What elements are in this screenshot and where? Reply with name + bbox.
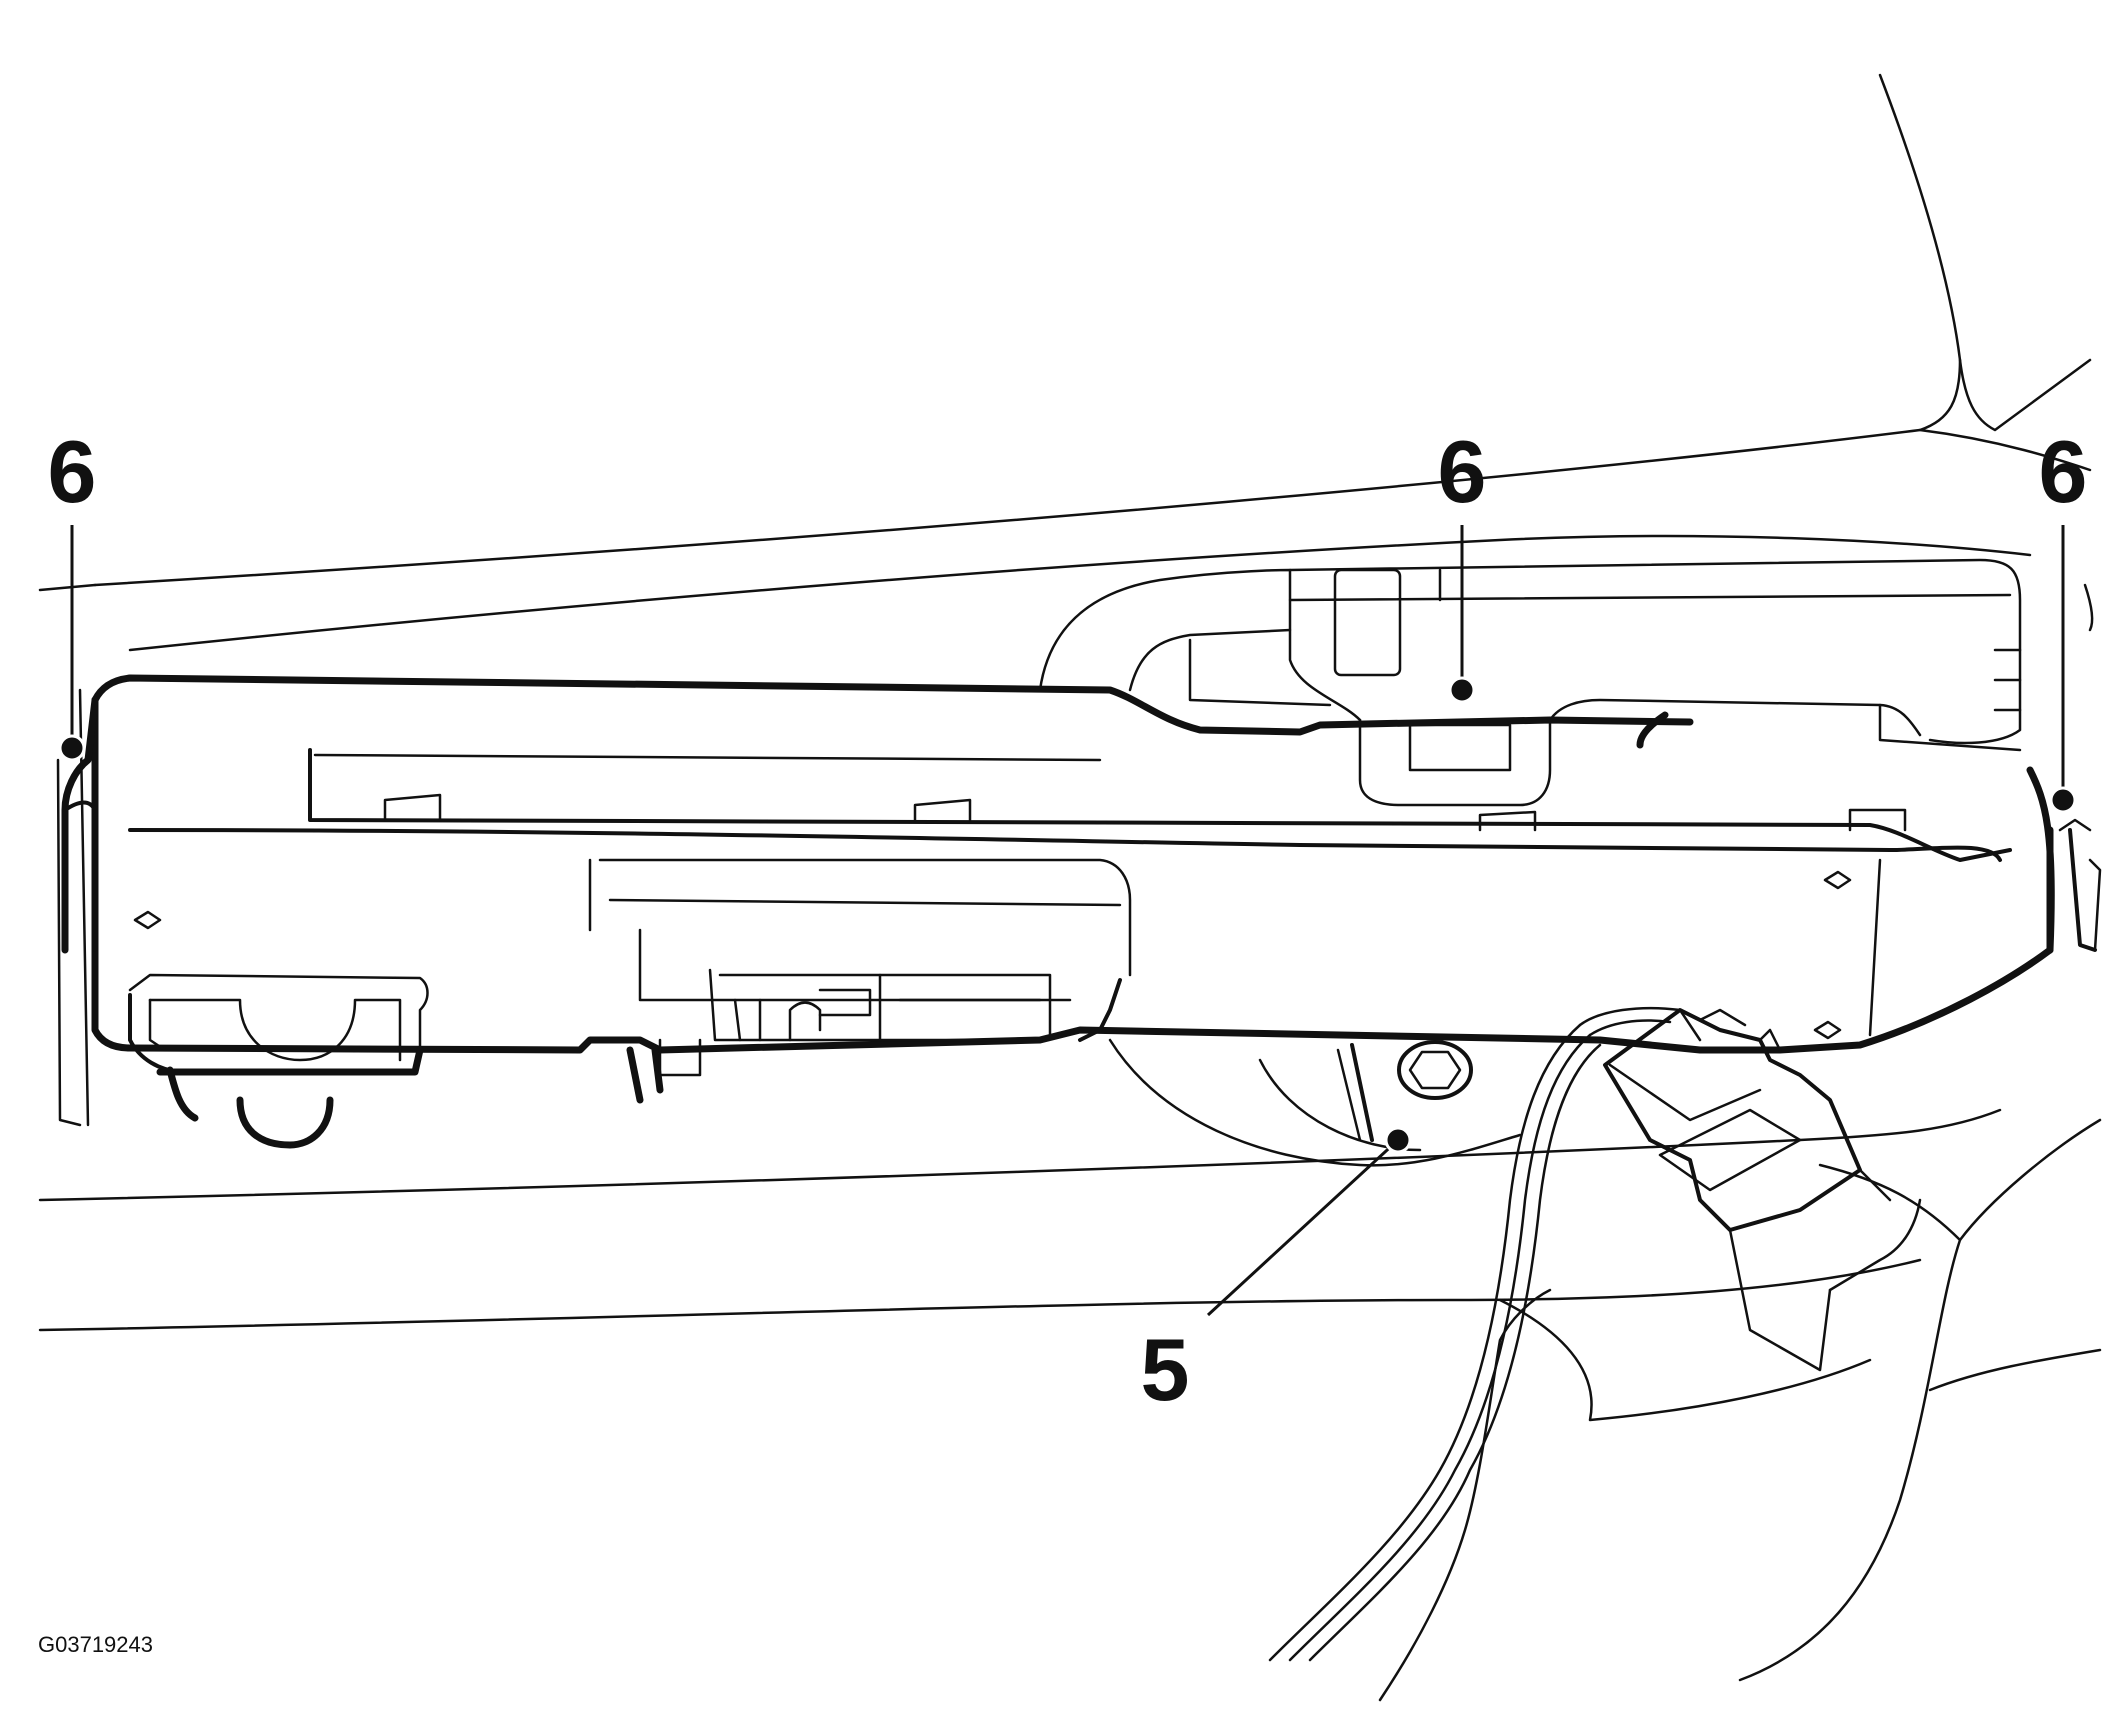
- callout-6-center: 6: [1438, 422, 1487, 521]
- figure-id: G03719243: [38, 1632, 153, 1657]
- bolt-fastener: [1336, 1040, 1473, 1142]
- control-module-housing: [91, 674, 2054, 1054]
- vehicle-floor-lines: [38, 1038, 2002, 1422]
- callout-6-right: 6: [2039, 422, 2088, 521]
- left-end-bracket: [56, 688, 99, 1127]
- right-pillar-trim: [1738, 1118, 2102, 1682]
- callout-leaders: [58, 525, 2077, 1317]
- vehicle-upper-trim: [38, 73, 2092, 652]
- mounting-bracket: [1038, 558, 2022, 807]
- right-end-bracket: [2026, 583, 2102, 954]
- callout-5: 5: [1141, 1320, 1190, 1419]
- left-connector-housing: [128, 973, 429, 1149]
- wiring-harness: [1268, 1006, 1922, 1702]
- center-connector-latch: [626, 968, 1122, 1104]
- callout-6-left: 6: [48, 422, 97, 521]
